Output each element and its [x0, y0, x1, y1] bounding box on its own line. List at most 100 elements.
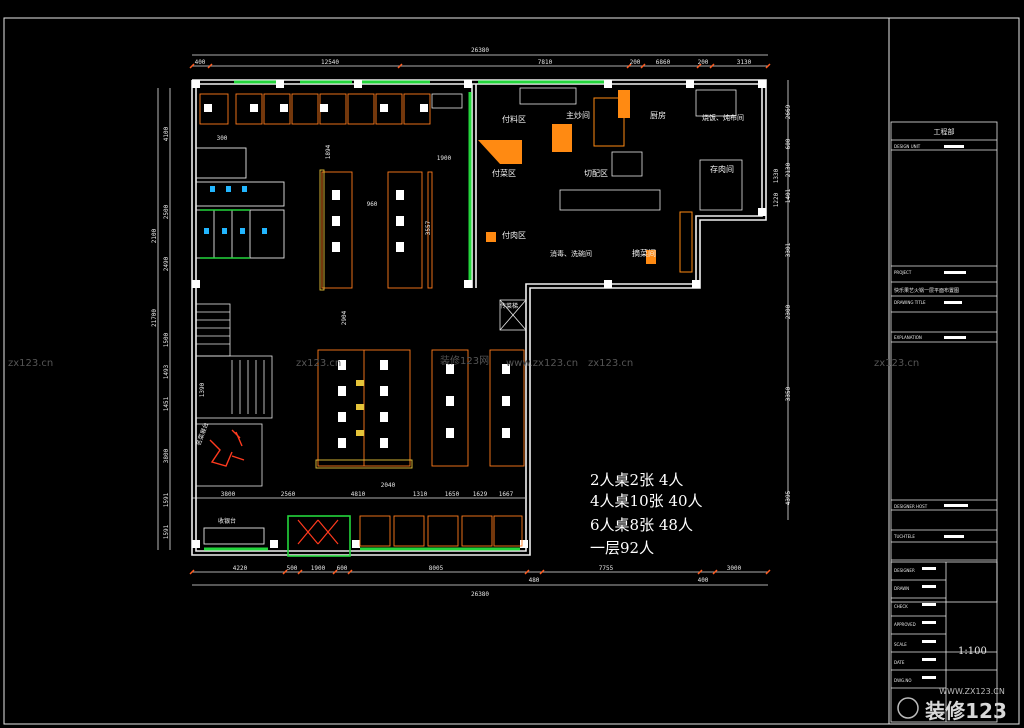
dim-top: 3130: [737, 59, 752, 66]
dim-right: 2130: [785, 162, 792, 177]
kitchen-equipment: [431, 87, 743, 331]
dim-right: 4395: [785, 490, 792, 505]
logo-text: 装修123: [924, 699, 1007, 723]
watermark-left: zx123.cn: [8, 358, 53, 369]
room-fuliao: 付料区: [502, 114, 526, 124]
staircase: [195, 303, 273, 419]
site-logo: WWW.ZX123.CN 装修123: [897, 687, 1007, 723]
dim-bottom: 1900: [311, 565, 326, 572]
logo-url: WWW.ZX123.CN: [939, 687, 1005, 696]
inner-bottom-dimensions: 3800 2560 4810 2040 1310 1650 1629 1667: [221, 482, 514, 498]
dim-bottom-total: 26380: [471, 591, 489, 598]
dim-right: 3350: [785, 386, 792, 401]
tb-dwg: DWG.NO: [894, 678, 912, 683]
dim-top: 6860: [656, 59, 671, 66]
dim-left: 1500: [163, 332, 170, 347]
tb-drawing-title: DRAWING TITLE: [894, 300, 926, 305]
room-chuanjian: 传菜梯: [500, 302, 518, 310]
dim-top: 200: [698, 59, 709, 66]
dim-left: 3800: [163, 448, 170, 463]
watermark-right: zx123.cn: [874, 358, 919, 369]
tb-designer: DESIGNER: [894, 568, 915, 573]
watermark-mid: zx123.cn: [296, 358, 341, 369]
room-chufang: 厨房: [650, 110, 666, 120]
dim-inner: 1390: [199, 382, 206, 397]
dim-bottom: 480: [529, 577, 540, 584]
watermark-mid: www.zx123.cn: [506, 358, 578, 369]
summary-line-4: 一层92人: [590, 539, 654, 557]
dim-left: 1451: [163, 396, 170, 411]
room-xiaodu: 消毒、洗碗间: [550, 249, 592, 258]
dim-right: 1330: [773, 168, 780, 183]
dim-inner-bottom: 2560: [281, 491, 296, 498]
dim-inner: 960: [367, 201, 378, 208]
dim-inner-bottom: 1310: [413, 491, 428, 498]
summary-line-3: 6人桌8张 48人: [590, 516, 693, 534]
dim-inner: 3557: [425, 220, 432, 235]
watermark-mid: zx123.cn: [588, 358, 633, 369]
tb-scale-value: 1:100: [958, 646, 987, 657]
dim-right: 1220: [773, 192, 780, 207]
dim-left: 1493: [163, 364, 170, 379]
dim-inner-bottom: 4810: [351, 491, 366, 498]
room-labels: 付料区 主炒间 厨房 烧饭、炖布间 付菜区 切配区 存肉间 付肉区 消毒、洗碗间…: [194, 110, 744, 525]
dim-top: 12540: [321, 59, 339, 66]
dim-right: 600: [785, 138, 792, 149]
watermark-mid: 装修123网: [440, 354, 489, 367]
dim-left-outer: 2100: [151, 228, 158, 243]
tb-explanation: EXPLANATION: [894, 335, 922, 340]
dim-left-total: 21700: [151, 309, 158, 327]
main-entrance: [287, 515, 351, 557]
dimension-lines: [157, 54, 789, 586]
dim-bottom: 4220: [233, 565, 248, 572]
dim-inner-bottom: 1667: [499, 491, 514, 498]
dim-bottom: 600: [337, 565, 348, 572]
restroom-fixtures: [204, 186, 267, 234]
dimension-ticks: [189, 63, 771, 575]
top-seating-tables: [204, 104, 428, 112]
room-jicai: 摘菜间: [632, 248, 656, 258]
tb-check: CHECK: [894, 604, 908, 609]
tb-design-unit: DESIGN UNIT: [894, 144, 921, 149]
decor-plants: [356, 380, 364, 436]
tb-date: DATE: [894, 660, 905, 665]
dim-top: 200: [630, 59, 641, 66]
left-dimensions: 4100 2500 2490 1500 1493 1451 3800 1591 …: [151, 126, 170, 539]
bottom-seating-row: [203, 515, 523, 547]
summary-line-2: 4人桌10张 40人: [590, 492, 703, 510]
dim-top: 400: [195, 59, 206, 66]
room-cunrou: 存肉间: [710, 164, 734, 174]
dim-bottom: 400: [698, 577, 709, 584]
dim-bottom: 3000: [727, 565, 742, 572]
dim-inner-bottom: 2040: [381, 482, 396, 489]
dim-inner: 1900: [437, 155, 452, 162]
dim-top: 7810: [538, 59, 553, 66]
tb-project-name: 快乐果艺火锅一层平面布置图: [894, 287, 959, 294]
tb-project: PROJECT: [894, 270, 912, 275]
dim-right: 2300: [785, 304, 792, 319]
drawing-frame: [3, 17, 1020, 725]
tb-designer-host: DESIGNER HOST: [894, 504, 928, 509]
windows: [204, 80, 604, 551]
center-booths: [319, 169, 433, 291]
room-fucai: 付菜区: [492, 168, 516, 178]
tb-drawn: DRAWN: [894, 586, 909, 591]
room-shouyin: 收银台: [218, 517, 236, 525]
room-qiepei: 切配区: [584, 169, 608, 178]
dim-left: 1591: [163, 524, 170, 539]
dim-bottom: 7755: [599, 565, 614, 572]
dim-bottom: 8005: [429, 565, 444, 572]
title-block-fillbars: [922, 145, 968, 679]
structural-columns: [192, 80, 766, 548]
tb-scale: SCALE: [894, 642, 907, 647]
tb-approved: APPROVED: [894, 622, 916, 627]
inner-dimensions: 1894 2904 3557 960 1900 1390 300: [199, 135, 452, 397]
dim-inner-bottom: 1629: [473, 491, 488, 498]
restrooms: [195, 147, 285, 259]
dim-inner-bottom: 3800: [221, 491, 236, 498]
feature-display: [195, 423, 263, 487]
room-zhuchao: 主炒间: [566, 110, 590, 120]
right-dimensions: 2669 600 2130 1401 1330 1220 3301 2300 3…: [773, 104, 792, 505]
